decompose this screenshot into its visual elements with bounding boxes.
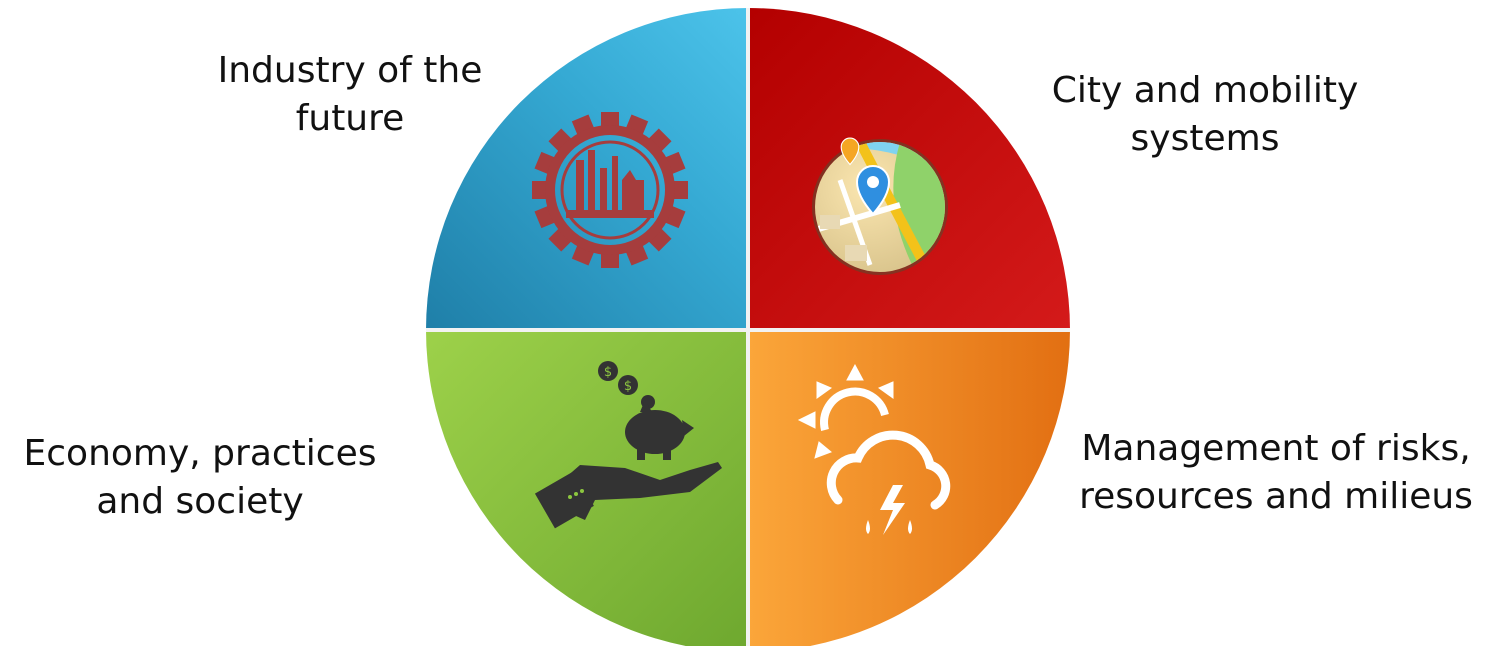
- quadrant-management: [748, 330, 1070, 646]
- label-line: Industry of the: [217, 50, 483, 91]
- quadrant-industry: [426, 8, 748, 330]
- label-industry-of-the-future: Industry of the future: [150, 47, 550, 143]
- label-line: Management of risks,: [1081, 428, 1471, 469]
- label-economy-practices-and-society: Economy, practices and society: [0, 430, 400, 526]
- label-line: Economy, practices: [23, 433, 377, 474]
- map-pin-icon: [812, 137, 948, 275]
- label-line: City and mobility: [1051, 70, 1359, 111]
- sun-storm-cloud-icon: [797, 363, 951, 535]
- label-city-and-mobility-systems: City and mobility systems: [1005, 67, 1405, 163]
- label-management-of-risks: Management of risks, resources and milie…: [1055, 425, 1497, 521]
- label-line: future: [295, 98, 405, 139]
- factory-gear-icon: [532, 112, 688, 268]
- hand-piggy-bank-icon: $ $: [534, 361, 722, 529]
- label-line: resources and milieus: [1079, 476, 1473, 517]
- label-line: systems: [1130, 118, 1280, 159]
- svg-text:$: $: [604, 365, 612, 380]
- svg-text:$: $: [624, 379, 632, 394]
- label-line: and society: [96, 481, 304, 522]
